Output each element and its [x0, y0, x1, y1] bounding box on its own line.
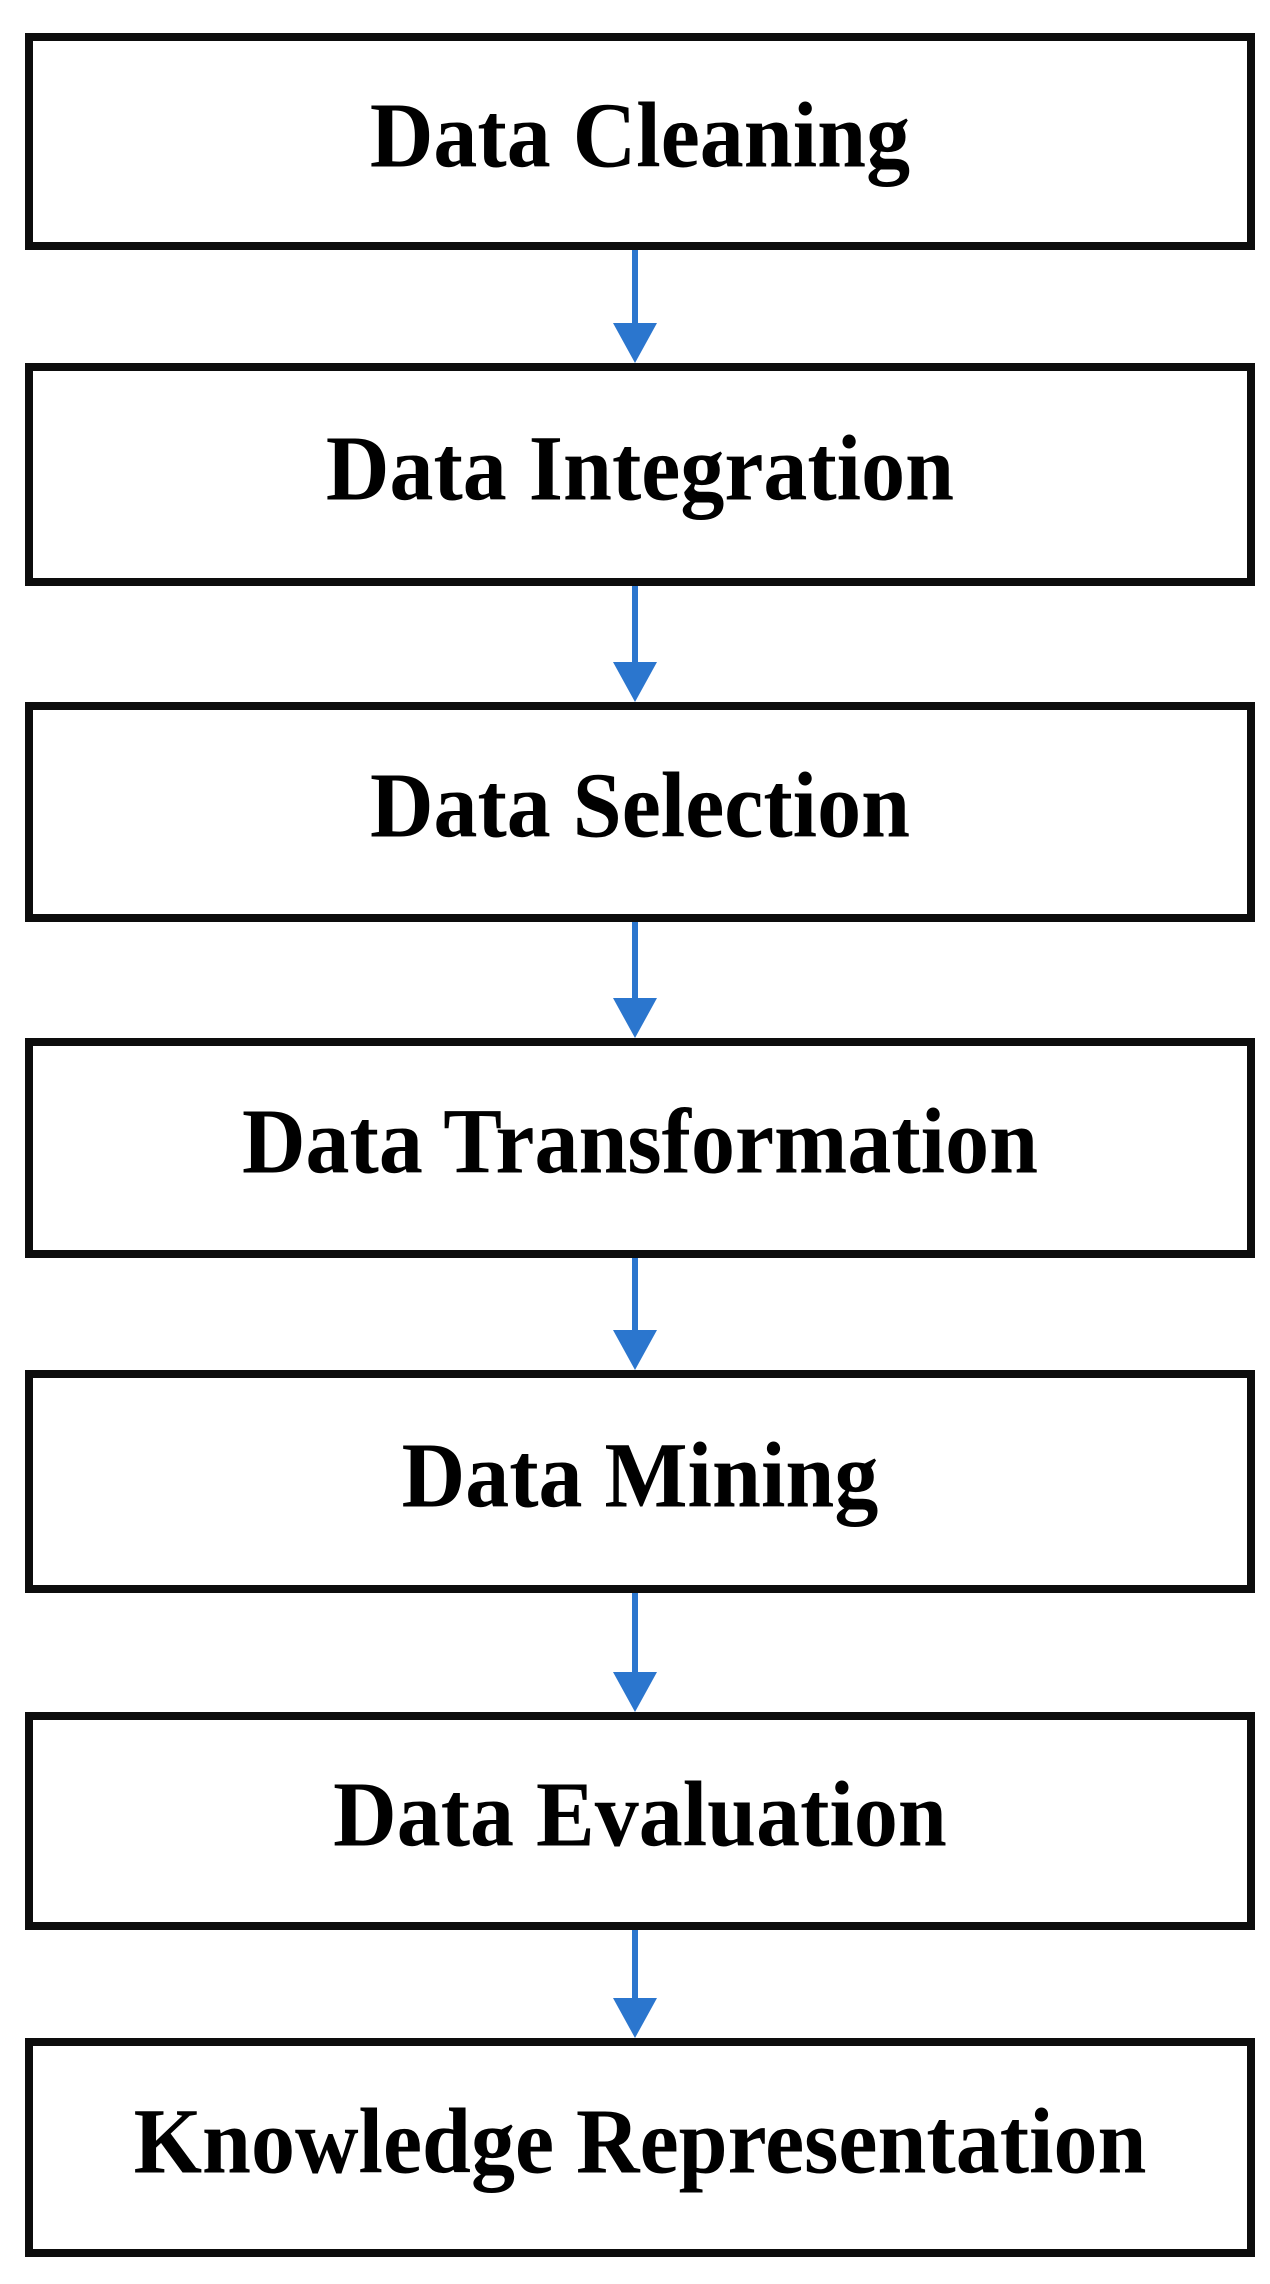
- arrow-shaft: [632, 1593, 638, 1676]
- step-box-data-transformation: Data Transformation: [25, 1038, 1255, 1258]
- step-box-data-cleaning: Data Cleaning: [25, 33, 1255, 250]
- step-box-data-selection: Data Selection: [25, 702, 1255, 922]
- step-label: Data Transformation: [241, 1090, 1039, 1194]
- step-label: Data Evaluation: [333, 1763, 947, 1867]
- step-label: Knowledge Representation: [133, 2090, 1147, 2194]
- arrow-shaft: [632, 586, 638, 666]
- down-arrowhead-icon: [613, 323, 657, 363]
- down-arrowhead-icon: [613, 1672, 657, 1712]
- arrow-shaft: [632, 250, 638, 327]
- down-arrowhead-icon: [613, 998, 657, 1038]
- down-arrowhead-icon: [613, 1330, 657, 1370]
- flow-arrow-3: [613, 922, 657, 1038]
- step-box-data-evaluation: Data Evaluation: [25, 1712, 1255, 1930]
- down-arrowhead-icon: [613, 662, 657, 702]
- step-box-data-integration: Data Integration: [25, 363, 1255, 586]
- arrow-shaft: [632, 1930, 638, 2002]
- flow-arrow-2: [613, 586, 657, 702]
- arrow-shaft: [632, 1258, 638, 1334]
- step-box-data-mining: Data Mining: [25, 1370, 1255, 1593]
- step-label: Data Mining: [401, 1424, 879, 1528]
- flow-arrow-4: [613, 1258, 657, 1370]
- step-label: Data Selection: [369, 754, 911, 858]
- step-label: Data Cleaning: [369, 84, 911, 188]
- flow-arrow-1: [613, 250, 657, 363]
- flow-arrow-5: [613, 1593, 657, 1712]
- flow-arrow-6: [613, 1930, 657, 2038]
- step-box-knowledge-representation: Knowledge Representation: [25, 2038, 1255, 2257]
- arrow-shaft: [632, 922, 638, 1002]
- step-label: Data Integration: [325, 417, 955, 521]
- down-arrowhead-icon: [613, 1998, 657, 2038]
